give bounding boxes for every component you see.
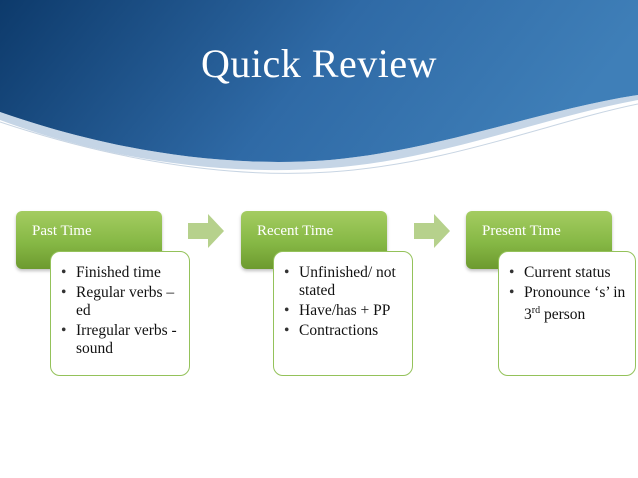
bullet-item: Regular verbs – ed <box>61 284 183 320</box>
bullet-text-end: person <box>540 306 586 324</box>
bullet-item: Current status <box>509 264 633 282</box>
bullet-item: Irregular verbs - sound <box>61 322 183 358</box>
bullet-text: Pronounce ‘s’ in 3 <box>524 284 626 324</box>
right-arrow-icon <box>188 214 224 248</box>
bullet-item: Finished time <box>61 264 183 282</box>
stage-card-recent: Unfinished/ not stated Have/has + PP Con… <box>273 251 413 376</box>
bullet-item: Contractions <box>284 322 406 340</box>
stage-card-present: Current status Pronounce ‘s’ in 3rd pers… <box>498 251 636 376</box>
ordinal-suffix: rd <box>531 305 541 316</box>
title-banner <box>0 0 638 174</box>
right-arrow-icon <box>414 214 450 248</box>
slide-title: Quick Review <box>201 41 437 86</box>
bullet-item: Have/has + PP <box>284 302 406 320</box>
bullet-item: Unfinished/ not stated <box>284 264 406 300</box>
stage-card-past: Finished time Regular verbs – ed Irregul… <box>50 251 190 376</box>
bullet-item: Pronounce ‘s’ in 3rd person <box>509 284 633 324</box>
